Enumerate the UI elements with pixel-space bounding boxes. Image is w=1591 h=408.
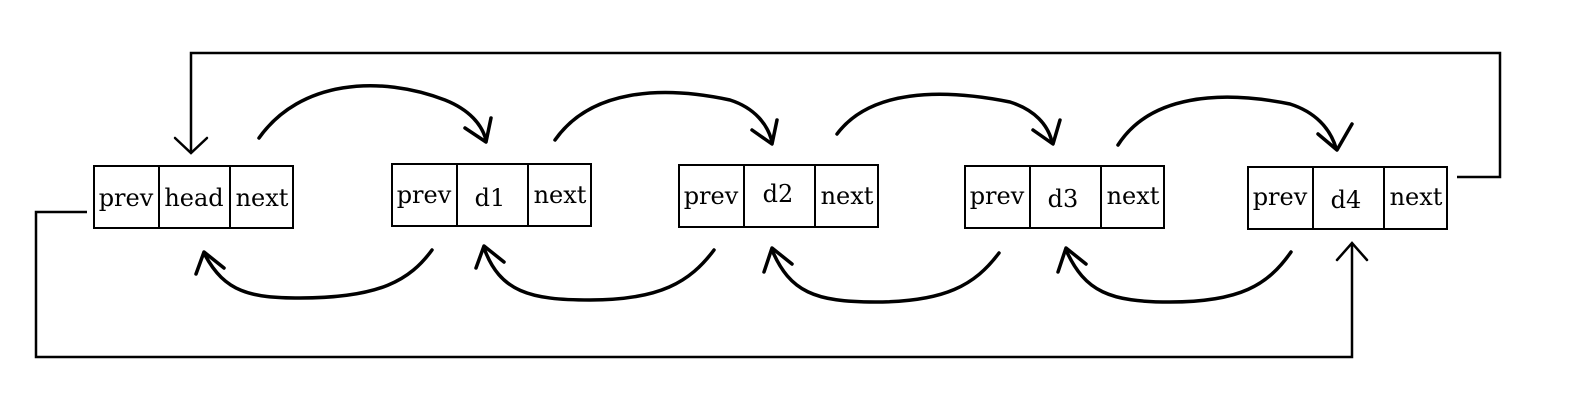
node-d4-prev-label: prev: [1253, 183, 1308, 211]
edge-d4-prev-to-d3-arc: [1064, 248, 1293, 304]
node-d2: prev d2 next: [678, 164, 879, 228]
node-d2-box: [678, 164, 879, 228]
edge-d4-prev-to-d3: [1056, 246, 1293, 304]
edge-d3-prev-to-d2: [762, 246, 1001, 304]
node-d1-prev-label: prev: [397, 181, 452, 209]
edge-d1-next-to-d2-arc: [553, 90, 774, 144]
node-d4-next-label: next: [1390, 183, 1443, 211]
edge-d4-next-wrap-to-head-line: [189, 51, 1502, 179]
edge-head-next-to-d1: [257, 84, 493, 144]
edge-d1-prev-to-head: [194, 248, 434, 300]
edge-d2-next-to-d3-arrowhead-icon: [1031, 118, 1062, 146]
node-head-prev-label: prev: [99, 184, 154, 212]
node-d2-next-label: next: [821, 182, 874, 210]
edge-d3-next-to-d4-arrowhead-icon: [1316, 122, 1354, 152]
edge-d1-prev-to-head-arrowhead-icon: [194, 250, 226, 276]
edge-d2-prev-to-d1: [474, 244, 716, 302]
edge-head-next-to-d1-arrowhead-icon: [463, 116, 493, 144]
edge-d2-next-to-d3: [835, 92, 1062, 146]
node-d2-prev-label: prev: [684, 182, 739, 210]
edge-head-prev-wrap-to-d4-line: [34, 210, 1354, 359]
node-d3: prev d3 next: [964, 165, 1165, 229]
node-d4-box: [1247, 166, 1448, 230]
edge-d3-prev-to-d2-arc: [770, 248, 1001, 304]
edge-d2-prev-to-d1-arrowhead-icon: [474, 244, 506, 270]
edge-d3-next-to-d4: [1116, 95, 1354, 152]
edge-d1-next-to-d2-arrowhead-icon: [750, 118, 779, 146]
edge-d3-prev-to-d2-arrowhead-icon: [762, 246, 794, 274]
edge-head-prev-wrap-to-d4-arrowhead-icon: [1335, 241, 1369, 262]
edge-d3-next-to-d4-arc: [1116, 95, 1338, 150]
edge-head-next-to-d1-arc: [257, 84, 488, 142]
edge-d4-next-wrap-to-head: [173, 51, 1502, 179]
node-d3-prev-label: prev: [970, 182, 1025, 210]
edge-d2-next-to-d3-arc: [835, 92, 1054, 144]
node-d4: prev d4 next: [1247, 166, 1448, 230]
edge-d4-next-wrap-to-head-arrowhead-icon: [173, 136, 209, 155]
edge-d1-prev-to-head-arc: [203, 248, 434, 300]
node-head-data-label: head: [164, 184, 223, 212]
node-d2-data-label: d2: [763, 180, 794, 208]
node-d3-box: [964, 165, 1165, 229]
node-d1-box: [391, 163, 592, 227]
edge-head-prev-wrap-to-d4: [34, 210, 1369, 359]
edge-d2-prev-to-d1-arc: [482, 246, 716, 302]
node-d3-next-label: next: [1107, 182, 1160, 210]
edge-d1-next-to-d2: [553, 90, 779, 146]
node-d1: prev d1 next: [391, 163, 592, 227]
node-d1-data-label: d1: [475, 184, 506, 212]
node-head-next-label: next: [236, 184, 289, 212]
node-head: prev head next: [93, 165, 294, 229]
edge-d4-prev-to-d3-arrowhead-icon: [1056, 246, 1088, 274]
node-d3-data-label: d3: [1048, 185, 1079, 213]
node-d1-next-label: next: [534, 181, 587, 209]
node-head-box: [93, 165, 294, 229]
node-d4-data-label: d4: [1331, 186, 1362, 214]
